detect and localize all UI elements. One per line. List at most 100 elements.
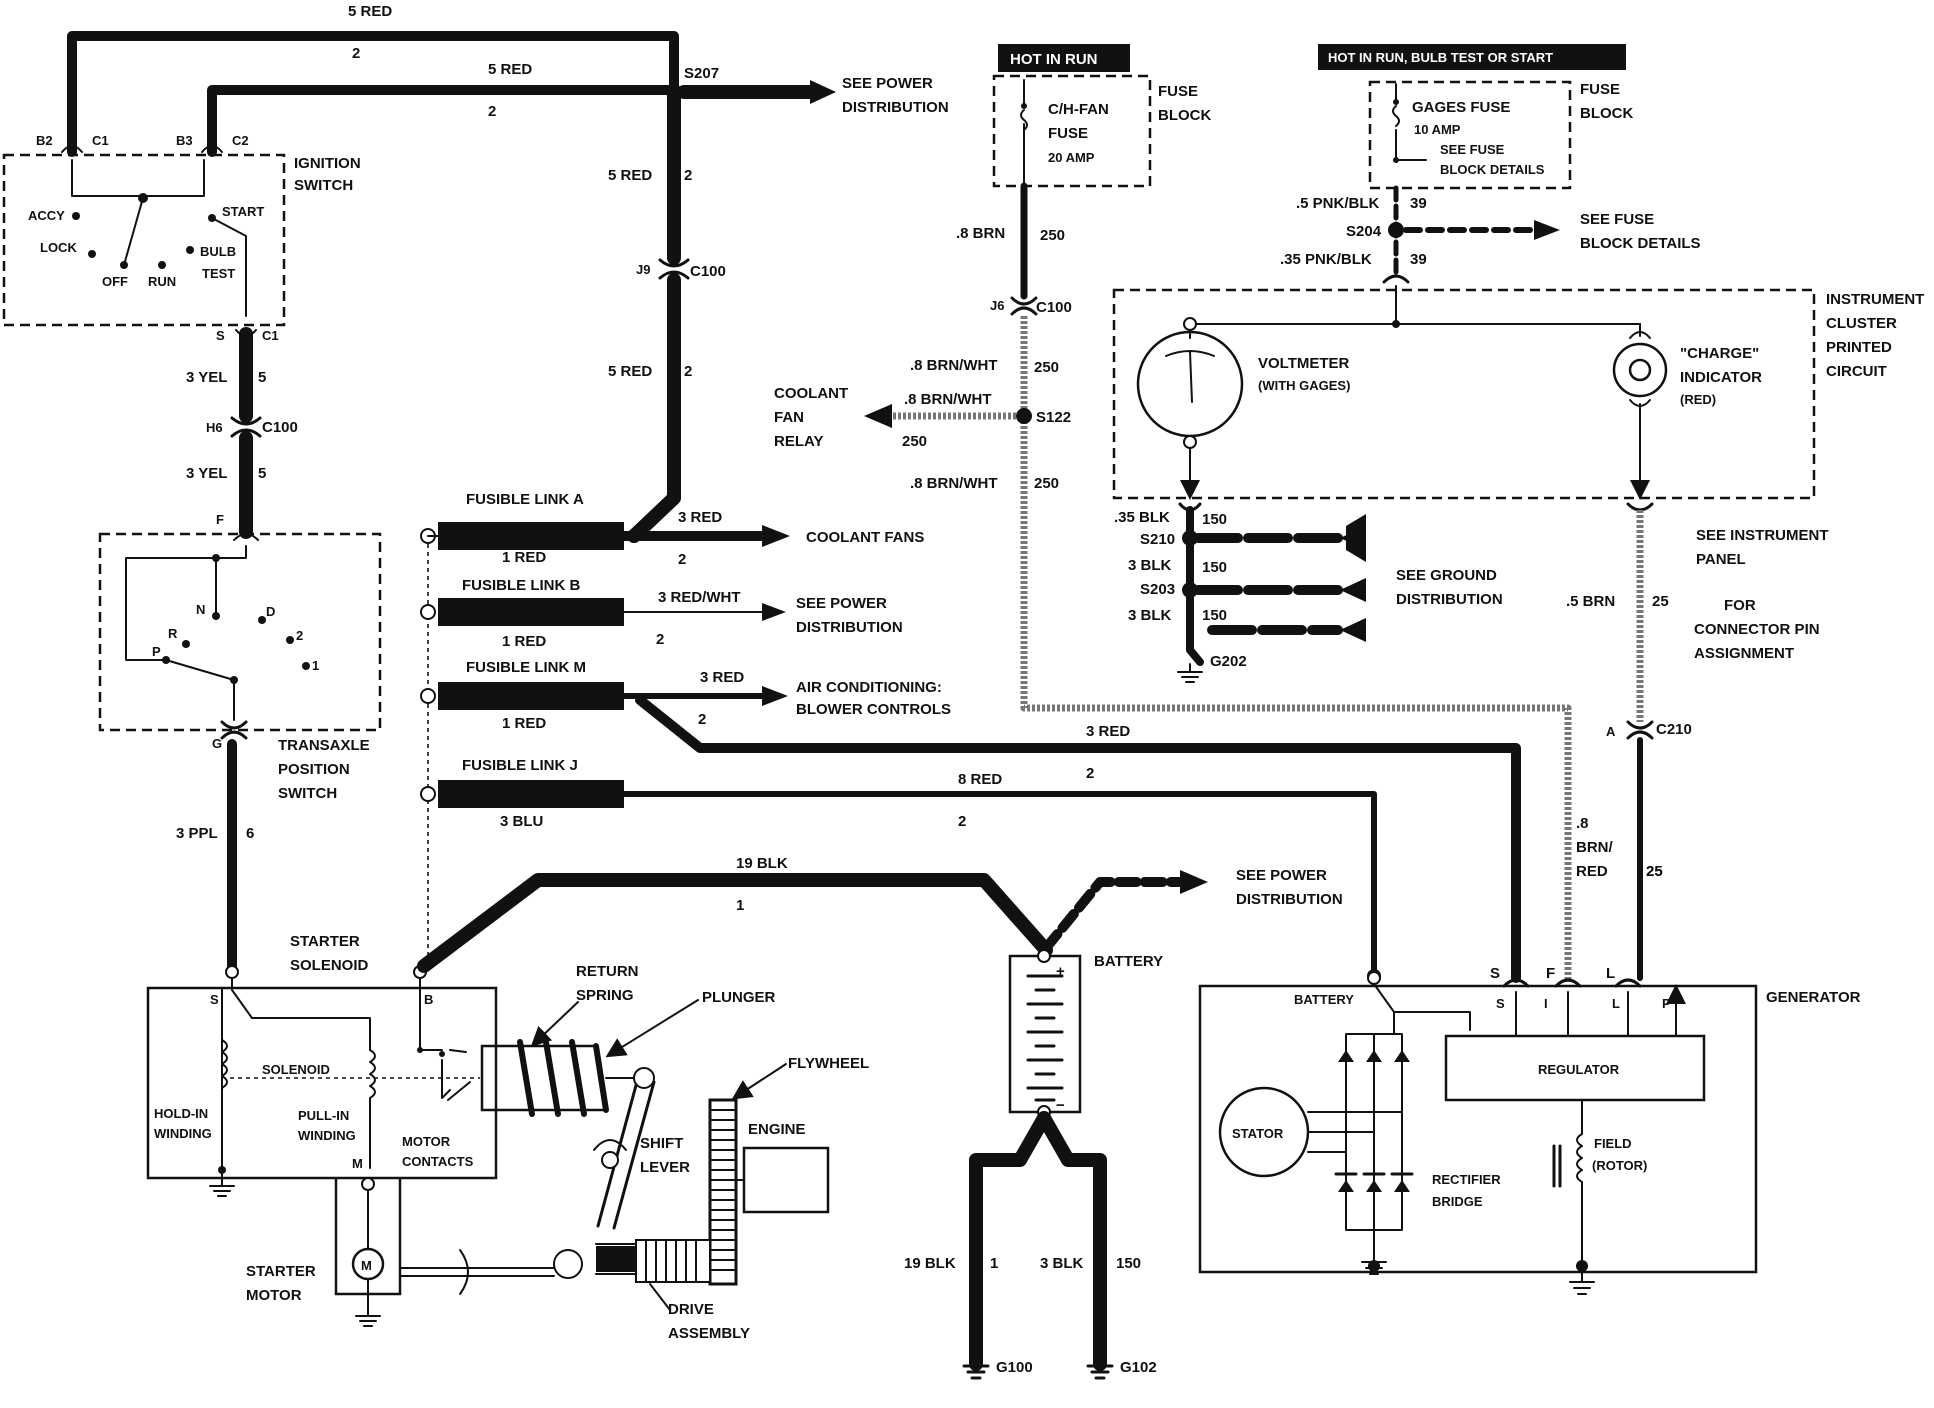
position-1-label: 1 xyxy=(312,658,319,673)
gages-fuse-rating: 10 AMP xyxy=(1414,122,1461,137)
ground-symbol-icon xyxy=(1569,1269,1595,1295)
instrument-cluster-label-4: CIRCUIT xyxy=(1826,363,1887,380)
wire-label: 3 YEL xyxy=(186,369,227,386)
connector-c100-label: C100 xyxy=(262,419,298,436)
transaxle-label-2: POSITION xyxy=(278,761,350,778)
wire-number: 150 xyxy=(1116,1255,1141,1272)
wire-label: .35 PNK/BLK xyxy=(1280,251,1372,268)
generator-label: GENERATOR xyxy=(1766,989,1861,1006)
drive-assembly-label: DRIVE xyxy=(668,1301,714,1318)
connector-c210-label: C210 xyxy=(1656,721,1692,738)
see-fuse-block-label-2: BLOCK DETAILS xyxy=(1580,235,1701,252)
wire-label: 3 YEL xyxy=(186,465,227,482)
wire-number: 6 xyxy=(246,825,254,842)
internal-pin-l: L xyxy=(1612,996,1620,1011)
battery-label: BATTERY xyxy=(1094,953,1163,970)
wire-label: 5 RED xyxy=(608,363,652,380)
position-bulb-label: BULB xyxy=(200,244,236,259)
splice-s122-label: S122 xyxy=(1036,409,1071,426)
battery-plus-label: + xyxy=(1056,963,1065,980)
hot-in-run-label: HOT IN RUN xyxy=(1010,51,1098,68)
transaxle-label: TRANSAXLE xyxy=(278,737,370,754)
ground-symbol-icon xyxy=(355,1279,381,1327)
connector-c100-label: C100 xyxy=(690,263,726,280)
ground-g102-label: G102 xyxy=(1120,1359,1157,1376)
plunger-label: PLUNGER xyxy=(702,989,776,1006)
for-connector-label-3: ASSIGNMENT xyxy=(1694,645,1794,662)
coolant-fan-relay-label-2: FAN xyxy=(774,409,804,426)
shift-lever-label: SHIFT xyxy=(640,1135,683,1152)
hold-in-label: HOLD-IN xyxy=(154,1106,208,1121)
position-2-label: 2 xyxy=(296,628,303,643)
fusible-link-b-label: FUSIBLE LINK B xyxy=(462,577,580,594)
ignition-switch: IGNITION SWITCH B2 C1 B3 C2 ACCY LOCK OF… xyxy=(2,133,361,343)
ignition-switch-label-2: SWITCH xyxy=(294,177,353,194)
wire-number: 5 xyxy=(258,369,266,386)
pin-f-label: F xyxy=(216,512,224,527)
ground-symbol-icon xyxy=(1086,1364,1114,1380)
fusible-link-j-label: FUSIBLE LINK J xyxy=(462,757,578,774)
wire-blk-ground: .35 BLK 150 S210 3 BLK 150 S203 3 BLK 15… xyxy=(1114,502,1503,683)
instrument-cluster-label-2: CLUSTER xyxy=(1826,315,1897,332)
hot-in-run-bulb-label: HOT IN RUN, BULB TEST OR START xyxy=(1328,50,1553,65)
pin-j9-label: J9 xyxy=(636,262,650,277)
splice-label: S207 xyxy=(684,65,719,82)
see-fuse-label-2: BLOCK DETAILS xyxy=(1440,162,1545,177)
wire-label-2: BRN/ xyxy=(1576,839,1613,856)
wire-label: 8 RED xyxy=(958,771,1002,788)
wire-label-3: RED xyxy=(1576,863,1608,880)
ground-symbol-icon xyxy=(209,1173,235,1197)
wire-number: 2 xyxy=(352,45,360,62)
ground-symbol-icon xyxy=(1177,663,1203,683)
for-connector-label: FOR xyxy=(1724,597,1756,614)
wire-number: 250 xyxy=(1040,227,1065,244)
shift-lever-label-2: LEVER xyxy=(640,1159,690,1176)
wire-pnk-blk: .5 PNK/BLK 39 S204 SEE FUSE BLOCK DETAIL… xyxy=(1280,185,1701,284)
battery: + − BATTERY 19 BLK 1 3 BLK 150 G100 G102 xyxy=(904,949,1163,1380)
position-accy-label: ACCY xyxy=(28,208,65,223)
fuse-block-label-2: BLOCK xyxy=(1580,105,1633,122)
ignition-switch-label: IGNITION xyxy=(294,155,361,172)
position-d-label: D xyxy=(266,604,275,619)
for-connector-label-2: CONNECTOR PIN xyxy=(1694,621,1820,638)
starter-motor-label: STARTER xyxy=(246,1263,316,1280)
wire-label: .8 BRN/WHT xyxy=(904,391,992,408)
internal-pin-s: S xyxy=(1496,996,1505,1011)
wire-number: 2 xyxy=(684,167,692,184)
fusible-link-j-wire: 3 BLU xyxy=(500,813,543,830)
wire-label: 19 BLK xyxy=(736,855,788,872)
wire-5-red-outer: 5 RED 2 xyxy=(67,3,679,157)
ac-blower-label: AIR CONDITIONING: xyxy=(796,679,942,696)
coolant-fan-relay-label: COOLANT xyxy=(774,385,848,402)
see-power-distribution-label-2: DISTRIBUTION xyxy=(842,99,949,116)
wire-number: 39 xyxy=(1410,195,1427,212)
wire-number: 150 xyxy=(1202,607,1227,624)
wire-label: .5 BRN xyxy=(1566,593,1615,610)
wire-label: 3 RED xyxy=(678,509,722,526)
instrument-cluster-label: INSTRUMENT xyxy=(1826,291,1924,308)
wire-number-25: 25 xyxy=(1646,863,1663,880)
ground-symbol-icon xyxy=(962,1364,990,1380)
ground-g202-label: G202 xyxy=(1210,653,1247,670)
position-run-label: RUN xyxy=(148,274,176,289)
wire-label: 3 RED xyxy=(700,669,744,686)
fusible-link-a-wire: 1 RED xyxy=(502,549,546,566)
gages-fuse-block: HOT IN RUN, BULB TEST OR START GAGES FUS… xyxy=(1318,44,1633,190)
wire-label: 3 BLK xyxy=(1128,557,1172,574)
see-power-distribution-label: SEE POWER xyxy=(842,75,933,92)
wire-number: 150 xyxy=(1202,511,1227,528)
fusible-link-a-label: FUSIBLE LINK A xyxy=(466,491,584,508)
battery-minus-label: − xyxy=(1056,1097,1065,1114)
wire-3-yel: 3 YEL 5 H6 C100 3 YEL 5 xyxy=(186,327,298,539)
wire-19-blk: 19 BLK 1 SEE POWER DISTRIBUTION xyxy=(413,855,1343,979)
see-power-distribution-label-2: DISTRIBUTION xyxy=(796,619,903,636)
fusible-link-m-label: FUSIBLE LINK M xyxy=(466,659,586,676)
see-instrument-label: SEE INSTRUMENT xyxy=(1696,527,1829,544)
wire-number: 5 xyxy=(258,465,266,482)
see-ground-label-2: DISTRIBUTION xyxy=(1396,591,1503,608)
fuse-block-label: FUSE xyxy=(1580,81,1620,98)
transaxle-label-3: SWITCH xyxy=(278,785,337,802)
voltmeter-gauge-icon xyxy=(1136,330,1244,438)
pin-f-label: F xyxy=(1546,965,1555,982)
splice-s203-label: S203 xyxy=(1140,581,1175,598)
